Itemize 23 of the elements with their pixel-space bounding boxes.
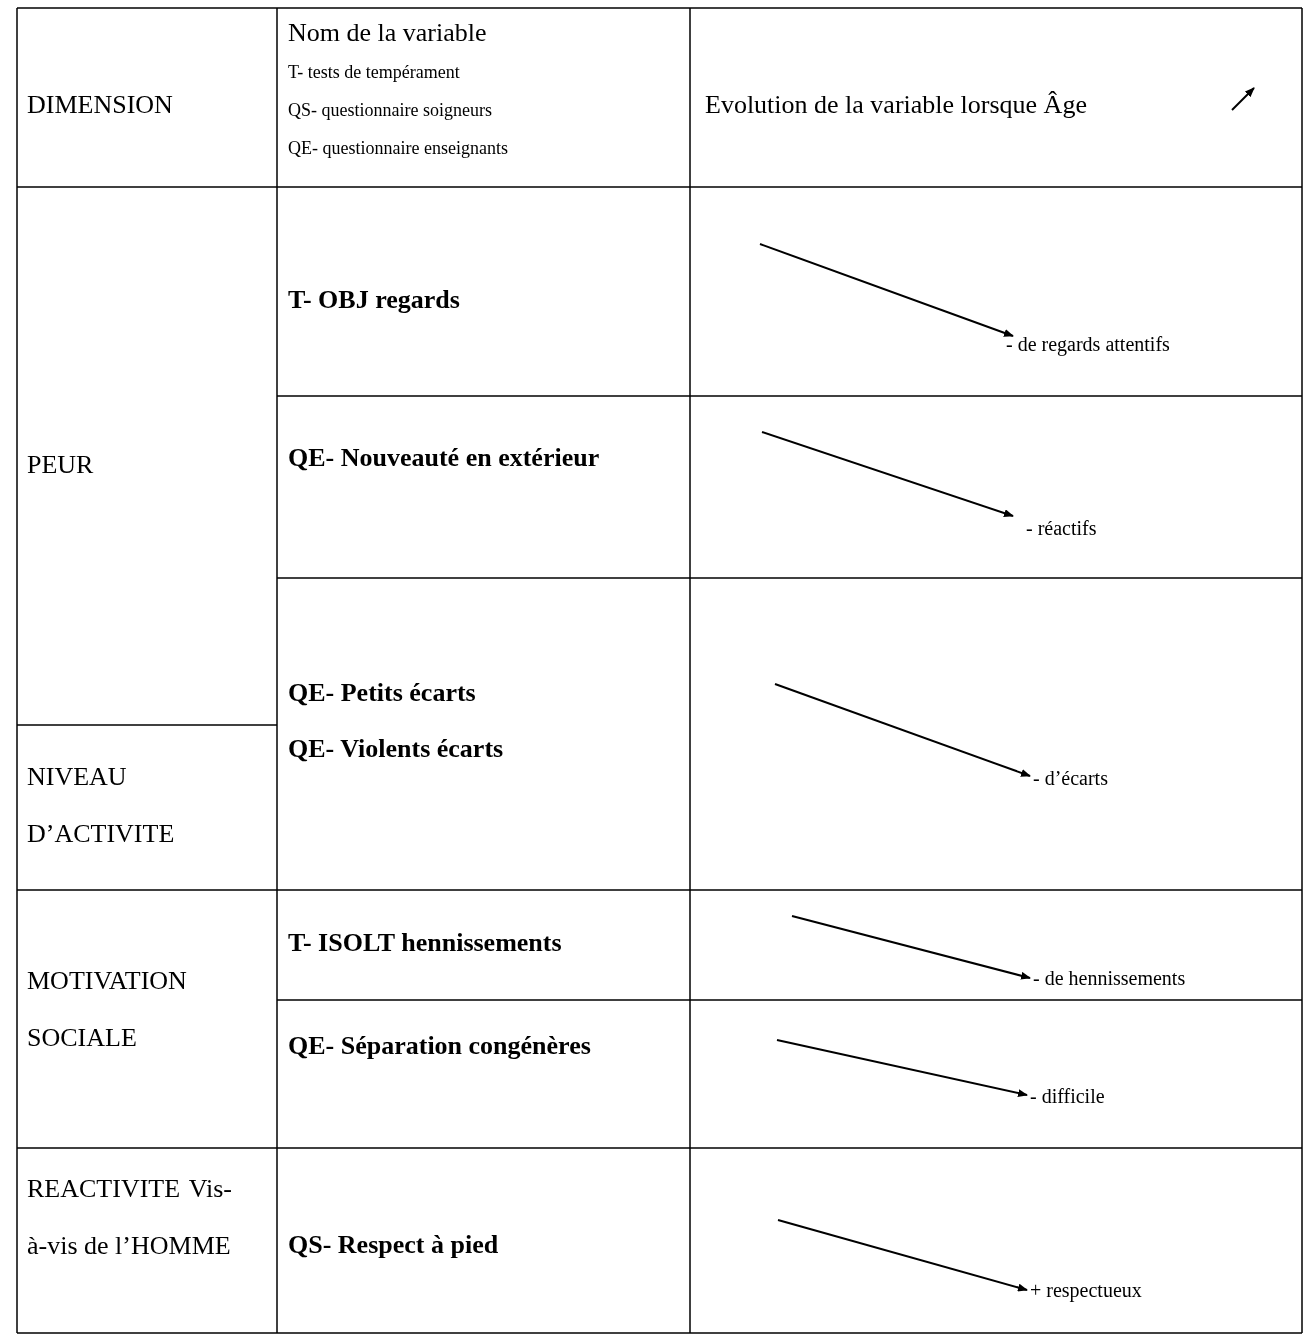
legend-note: QS- questionnaire soigneurs — [288, 100, 492, 120]
variable-cell: QE- Violents écarts — [288, 734, 504, 763]
variable-cell: QS- Respect à pied — [288, 1230, 499, 1259]
trend-label: - de hennissements — [1033, 967, 1186, 989]
trend-label: + respectueux — [1030, 1279, 1142, 1301]
variable-cell: QE- Séparation congénères — [288, 1031, 591, 1060]
legend-note: QE- questionnaire enseignants — [288, 138, 508, 158]
column-header: Nom de la variable — [288, 18, 487, 47]
legend-note: T- tests de tempérament — [288, 62, 460, 82]
trend-label: - d’écarts — [1033, 767, 1108, 789]
trend-label: - difficile — [1030, 1085, 1105, 1107]
variable-cell: T- OBJ regards — [288, 285, 460, 314]
dimension-cell: NIVEAU D’ACTIVITE — [27, 762, 175, 848]
trend-label: - réactifs — [1026, 517, 1097, 539]
dimension-cell: MOTIVATION SOCIALE — [27, 966, 187, 1052]
dimension-cell: PEUR — [27, 450, 94, 479]
variable-cell: T- ISOLT hennissements — [288, 928, 562, 957]
column-header: Evolution de la variable lorsque Âge — [705, 90, 1087, 119]
variable-cell: QE- Nouveauté en extérieur — [288, 443, 600, 472]
dimension-cell: REACTIVITE Vis-à-vis de l’HOMME — [27, 1174, 232, 1260]
trend-label: - de regards attentifs — [1006, 333, 1170, 355]
variable-cell: QE- Petits écarts — [288, 678, 476, 707]
column-header: DIMENSION — [27, 90, 173, 119]
